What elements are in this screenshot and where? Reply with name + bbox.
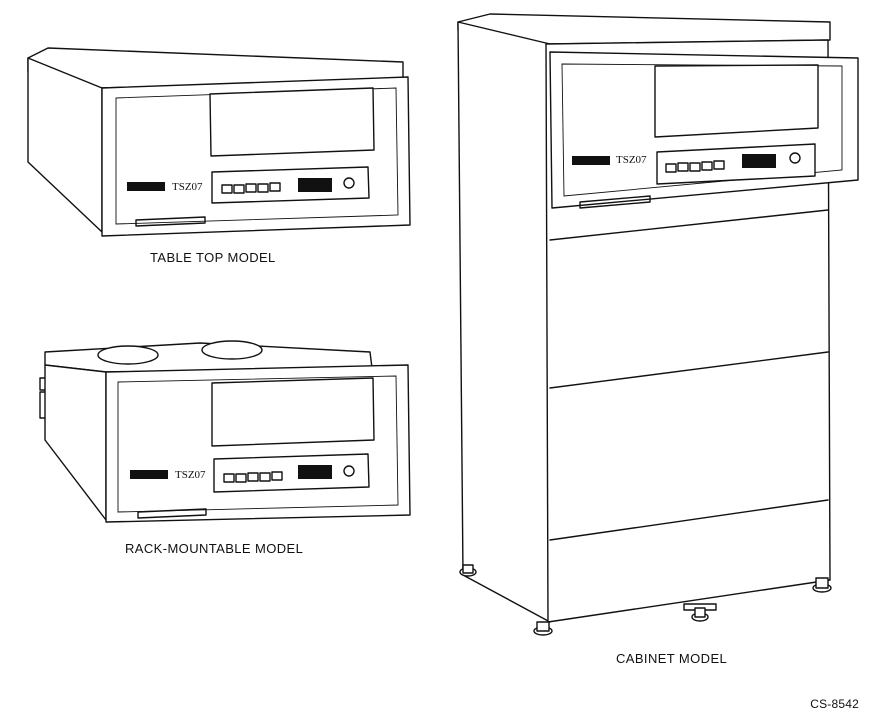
model-label-cabinet: TSZ07 [616,154,647,166]
model-label: TSZ07 [172,181,203,193]
table-top-model-drawing: TSZ07 [27,47,411,237]
rack-caption: RACK-MOUNTABLE MODEL [125,541,304,556]
cabinet-feet [459,564,832,636]
model-label-rack: TSZ07 [175,469,206,481]
control-buttons [221,182,281,194]
cabinet-caption: CABINET MODEL [616,651,728,666]
rack-model-drawing: TSZ07 [39,340,411,523]
table-top-caption: TABLE TOP MODEL [150,250,276,265]
figure-id: CS-8542 [810,697,859,711]
cabinet-model-drawing: TSZ07 [457,13,859,636]
